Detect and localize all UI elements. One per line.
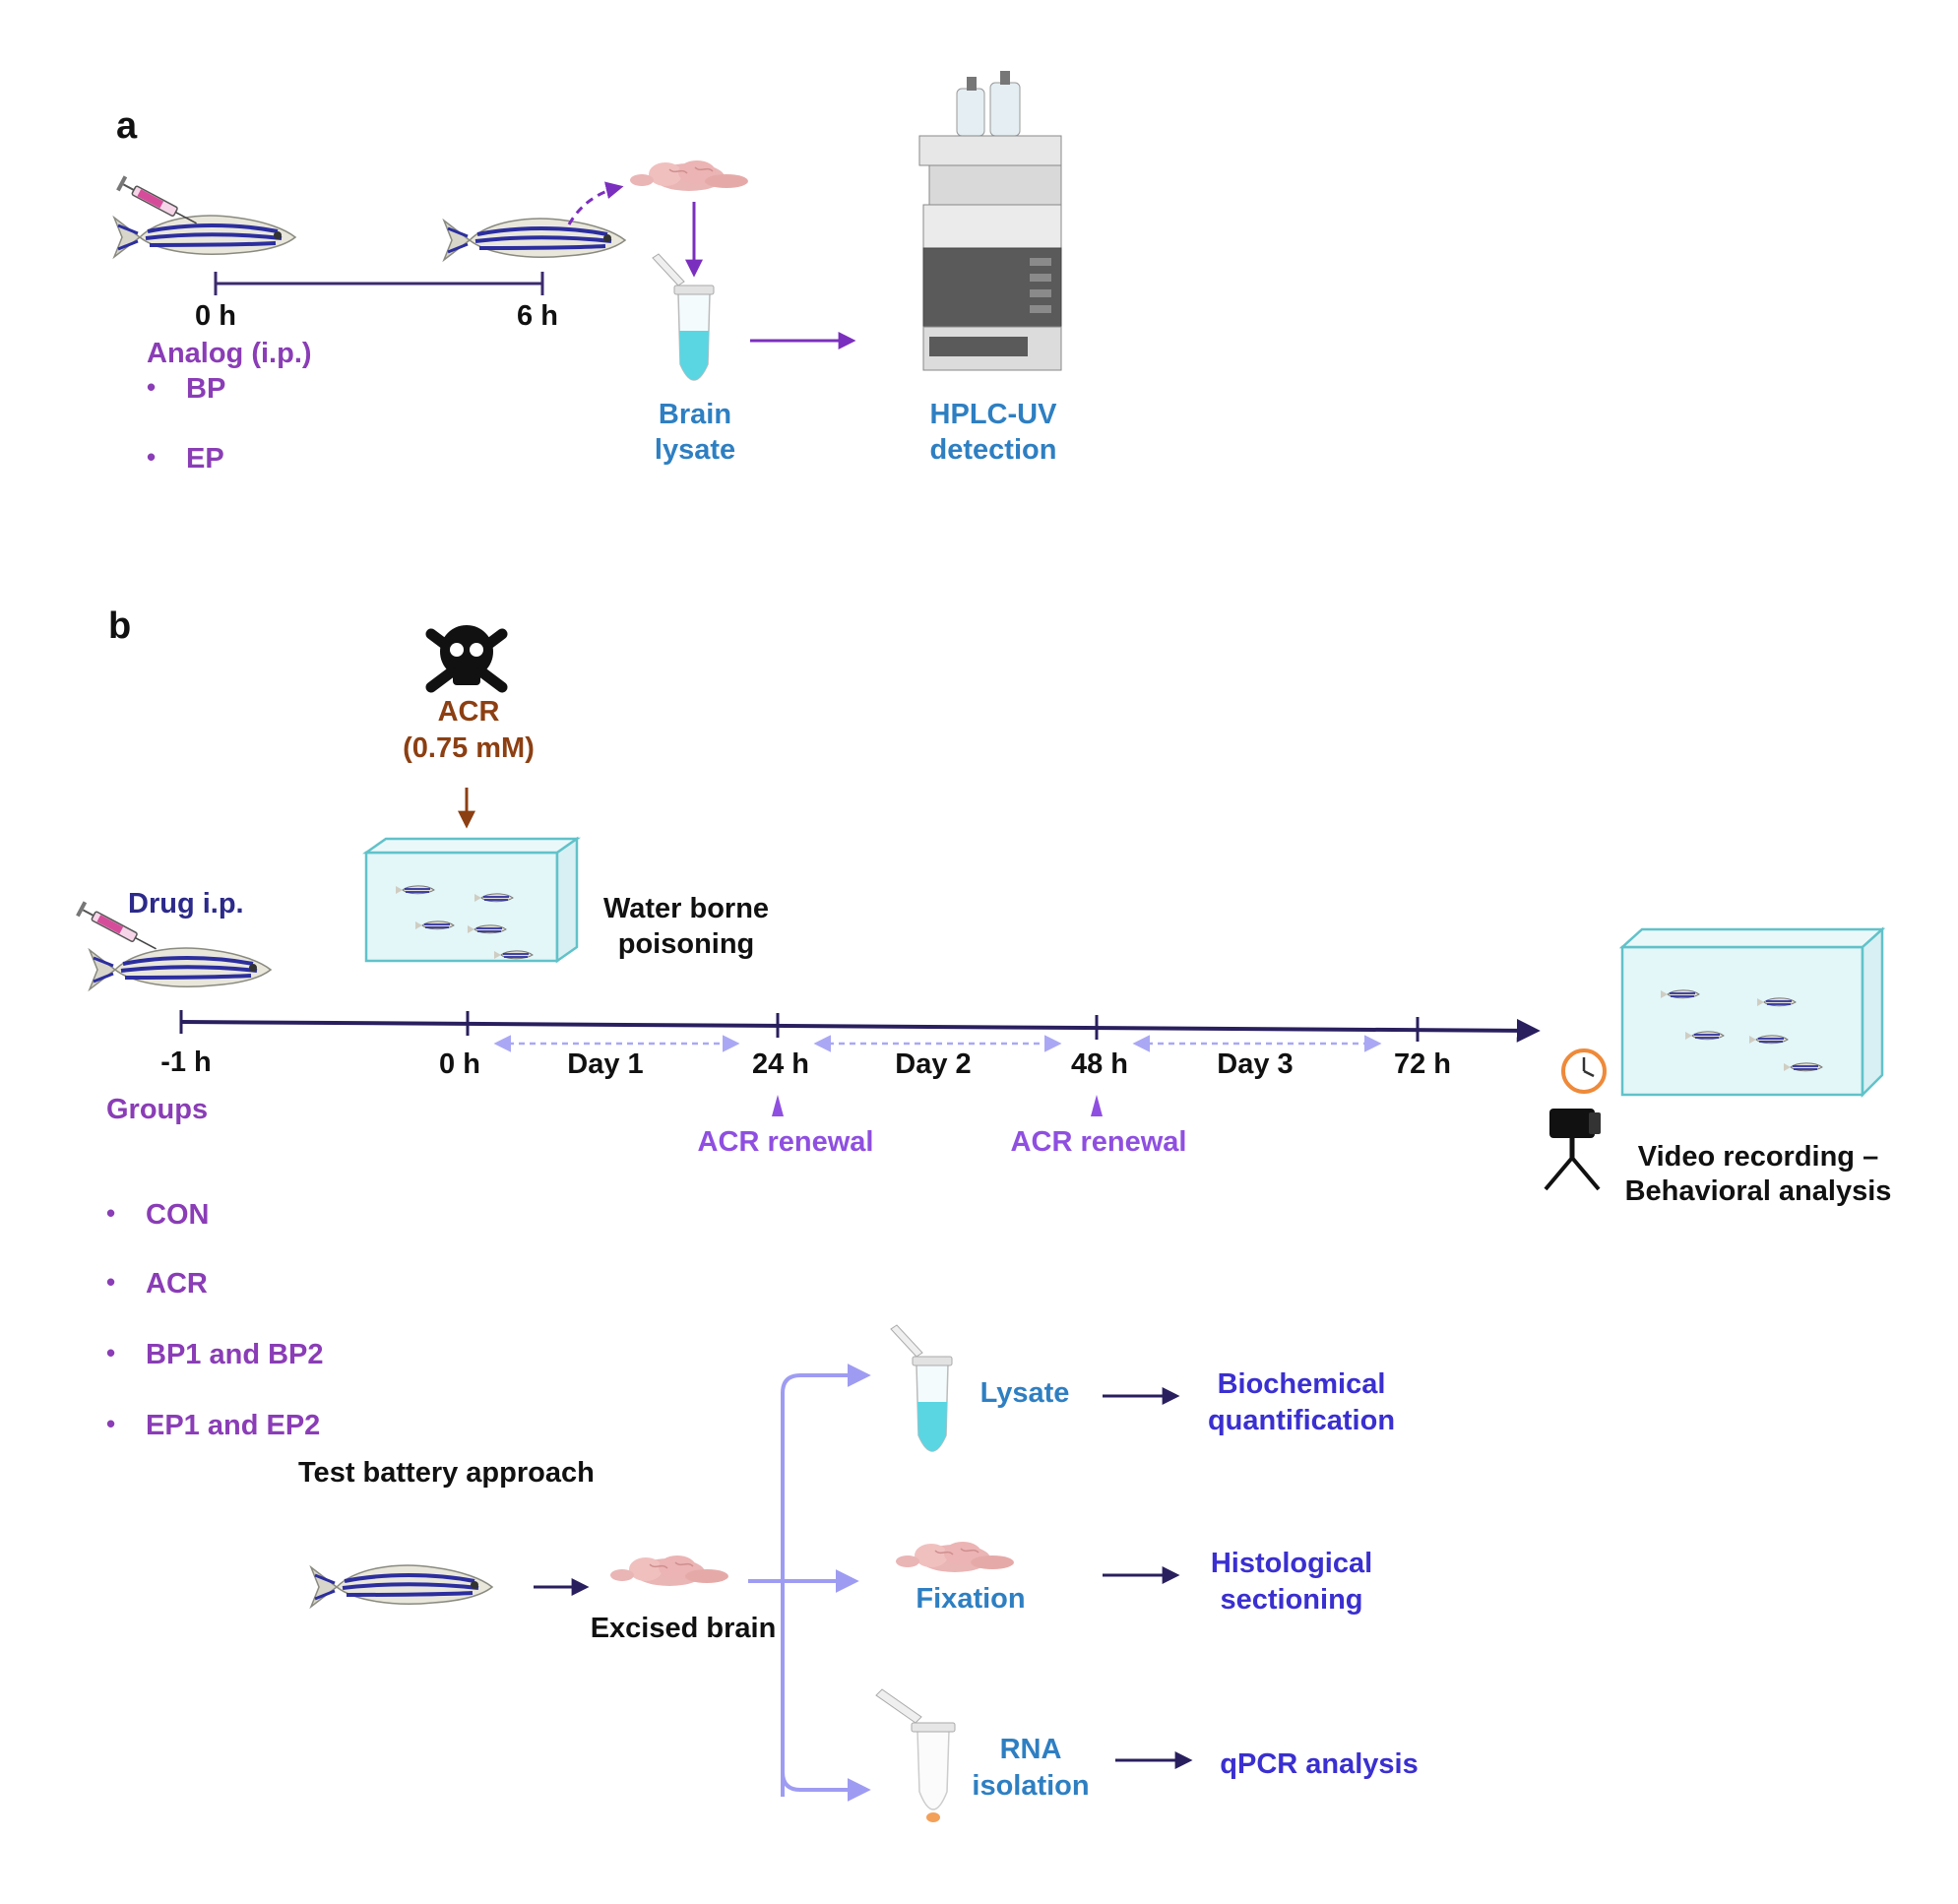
rna-label-1: RNA	[999, 1734, 1062, 1765]
hplc-label-1: HPLC-UV	[929, 399, 1057, 430]
analog-item-ep: EP	[147, 442, 1958, 476]
renewal-marker-48h	[1091, 1095, 1103, 1116]
video-label-1: Video recording –	[1637, 1141, 1879, 1173]
analog-title: Analog (i.p.)	[147, 338, 312, 369]
biochemical-label-1: Biochemical	[1217, 1368, 1386, 1400]
tick-label-72h: 72 h	[1393, 1048, 1452, 1080]
rna-tube-icon	[875, 1688, 956, 1822]
result-arrows	[1103, 1387, 1193, 1769]
zebrafish-icon	[88, 946, 273, 991]
microtube-icon	[652, 253, 715, 381]
acr-label: ACR	[437, 696, 500, 728]
day-label-1: Day 1	[567, 1048, 644, 1080]
histological-label-2: sectioning	[1220, 1584, 1363, 1616]
clock-icon	[1561, 1048, 1607, 1094]
brain-icon	[629, 159, 749, 192]
hplc-label-2: detection	[929, 434, 1057, 466]
brain-icon	[609, 1555, 729, 1587]
skull-crossbones-icon	[425, 625, 508, 693]
tick-label-24h: 24 h	[751, 1048, 810, 1080]
biochemical-label-2: quantification	[1207, 1405, 1396, 1436]
timeline-ticks	[179, 1010, 1420, 1042]
fish-tank-icon	[364, 837, 579, 963]
fish-tank-icon	[1618, 926, 1886, 1099]
water-label-2: poisoning	[617, 928, 755, 960]
brain-lysate-label-1: Brain	[658, 399, 732, 430]
lysate-label: Lysate	[979, 1377, 1070, 1409]
tick-label-minus1h: -1 h	[160, 1047, 212, 1078]
zebrafish-icon	[112, 214, 297, 259]
time-label-6h: 6 h	[517, 300, 558, 332]
day-label-2: Day 2	[895, 1048, 972, 1080]
tick-label-0h: 0 h	[439, 1048, 480, 1080]
hplc-instrument-icon	[918, 71, 1062, 371]
test-battery-label: Test battery approach	[298, 1457, 595, 1489]
histological-label-1: Histological	[1210, 1548, 1373, 1579]
drug-label: Drug i.p.	[128, 888, 244, 920]
group-bp: BP1 and BP2	[106, 1338, 1958, 1372]
tick-label-48h: 48 h	[1070, 1048, 1129, 1080]
dashed-arrow-to-brain	[567, 181, 624, 225]
qpcr-label: qPCR analysis	[1220, 1748, 1419, 1780]
renewal-marker-24h	[772, 1095, 784, 1116]
group-ep: EP1 and EP2	[106, 1409, 1958, 1443]
brain-icon	[895, 1541, 1015, 1573]
acr-renewal-24h: ACR renewal	[697, 1126, 874, 1158]
analog-item-bp: BP	[147, 372, 1958, 407]
groups-title: Groups	[106, 1094, 209, 1125]
video-camera-tripod-icon	[1544, 1109, 1601, 1191]
panel-label-a: a	[116, 105, 138, 147]
zebrafish-icon	[309, 1563, 494, 1609]
timeline-b	[180, 1018, 1541, 1043]
group-con: CON	[106, 1198, 1958, 1233]
branch-arrows	[748, 1364, 871, 1802]
panel-label-b: b	[108, 605, 132, 647]
group-acr: ACR	[106, 1267, 1958, 1301]
video-label-2: Behavioral analysis	[1624, 1175, 1892, 1207]
acr-concentration: (0.75 mM)	[403, 732, 535, 764]
fixation-label: Fixation	[916, 1583, 1026, 1615]
excised-brain-label: Excised brain	[590, 1613, 777, 1644]
day-label-3: Day 3	[1217, 1048, 1294, 1080]
rna-label-2: isolation	[972, 1770, 1090, 1802]
water-label-1: Water borne	[602, 893, 770, 924]
brain-lysate-label-2: lysate	[654, 434, 736, 466]
time-label-0h: 0 h	[195, 300, 236, 332]
acr-renewal-48h: ACR renewal	[1010, 1126, 1187, 1158]
zebrafish-icon	[442, 217, 627, 262]
